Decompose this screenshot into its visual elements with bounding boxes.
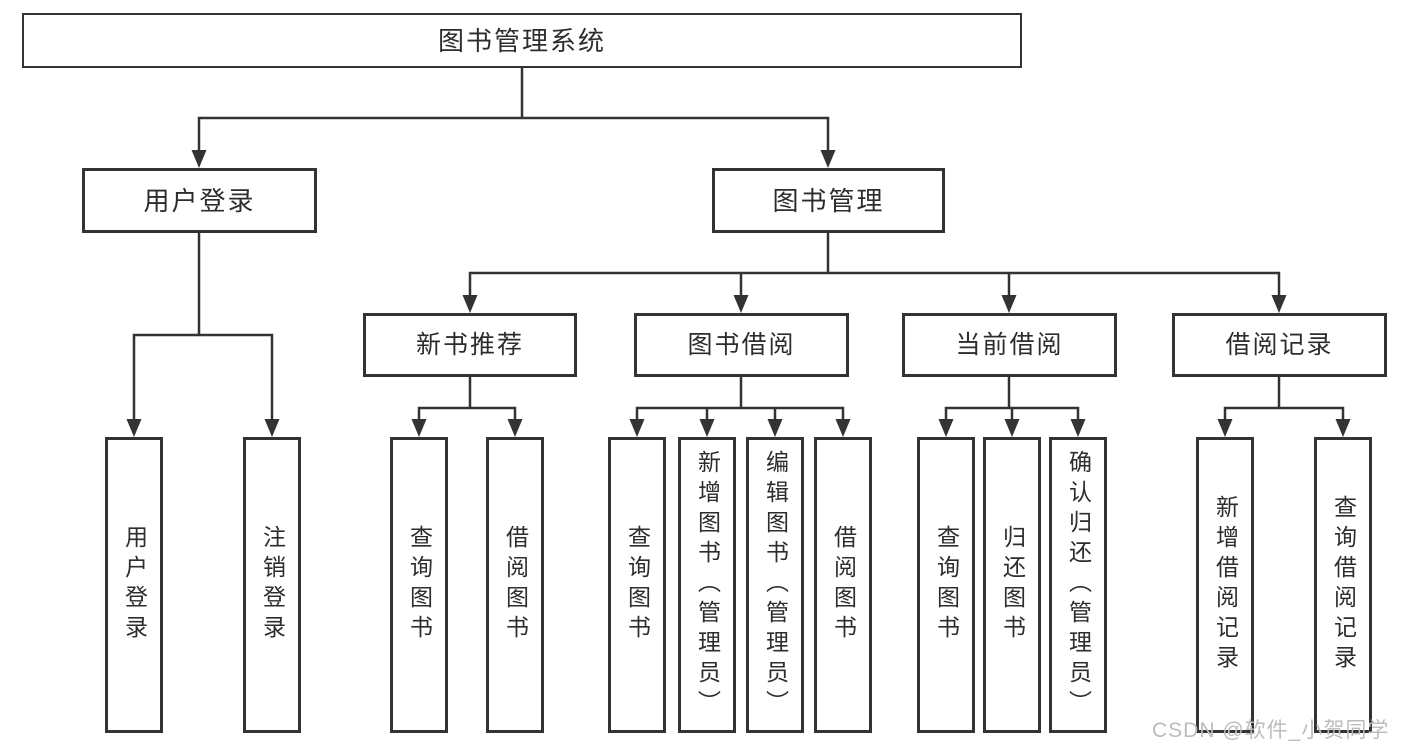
node-current-borrow: 当前借阅 [902, 313, 1117, 377]
leaf-edit-book-admin-label: 编辑图书（管理员） [762, 450, 789, 720]
node-library-system-label: 图书管理系统 [437, 25, 606, 56]
connector-book-borrow-children [635, 375, 845, 422]
watermark: CSDN @软件_小贺同学 [1152, 719, 1390, 742]
node-book-borrow: 图书借阅 [634, 313, 849, 377]
node-library-system: 图书管理系统 [22, 13, 1022, 68]
node-borrow-records-label: 借阅记录 [1225, 330, 1334, 359]
leaf-confirm-return-admin: 确认归还（管理员） [1049, 437, 1107, 733]
leaf-logout: 注销登录 [243, 437, 301, 733]
leaf-add-borrow-record-label: 新增借阅记录 [1212, 495, 1239, 675]
node-user-login: 用户登录 [82, 168, 317, 233]
connector-root-to-level2 [197, 66, 830, 153]
node-book-management-label: 图书管理 [772, 185, 885, 216]
connector-new-book-children [417, 375, 517, 422]
connector-current-borrow-children [944, 375, 1080, 422]
connector-borrow-records-children [1223, 375, 1345, 422]
leaf-return-book-label: 归还图书 [999, 525, 1026, 645]
node-user-login-label: 用户登录 [143, 185, 256, 216]
leaf-user-login: 用户登录 [105, 437, 163, 733]
node-borrow-records: 借阅记录 [1172, 313, 1387, 377]
leaf-query-books-borrow: 查询图书 [608, 437, 666, 733]
node-new-book-recommend: 新书推荐 [363, 313, 577, 377]
leaf-query-books-current-label: 查询图书 [933, 525, 960, 645]
connector-user-login-children [132, 231, 274, 422]
leaf-query-books-current: 查询图书 [917, 437, 975, 733]
node-book-borrow-label: 图书借阅 [687, 330, 796, 359]
node-new-book-recommend-label: 新书推荐 [415, 330, 524, 359]
leaf-user-login-label: 用户登录 [121, 525, 148, 645]
leaf-borrow-books: 借阅图书 [814, 437, 872, 733]
leaf-query-borrow-record: 查询借阅记录 [1314, 437, 1372, 733]
leaf-add-book-admin-label: 新增图书（管理员） [694, 450, 721, 720]
leaf-query-books-recommend-label: 查询图书 [406, 525, 433, 645]
leaf-borrow-books-recommend-label: 借阅图书 [502, 525, 529, 645]
leaf-query-borrow-record-label: 查询借阅记录 [1330, 495, 1357, 675]
leaf-add-borrow-record: 新增借阅记录 [1196, 437, 1254, 733]
leaf-borrow-books-label: 借阅图书 [830, 525, 857, 645]
leaf-confirm-return-admin-label: 确认归还（管理员） [1065, 450, 1092, 720]
leaf-return-book: 归还图书 [983, 437, 1041, 733]
node-book-management: 图书管理 [712, 168, 945, 233]
leaf-add-book-admin: 新增图书（管理员） [678, 437, 736, 733]
leaf-logout-label: 注销登录 [259, 525, 286, 645]
leaf-query-books-borrow-label: 查询图书 [624, 525, 651, 645]
leaf-edit-book-admin: 编辑图书（管理员） [746, 437, 804, 733]
node-current-borrow-label: 当前借阅 [955, 330, 1064, 359]
connector-book-management-children [468, 230, 1281, 298]
leaf-borrow-books-recommend: 借阅图书 [486, 437, 544, 733]
leaf-query-books-recommend: 查询图书 [390, 437, 448, 733]
